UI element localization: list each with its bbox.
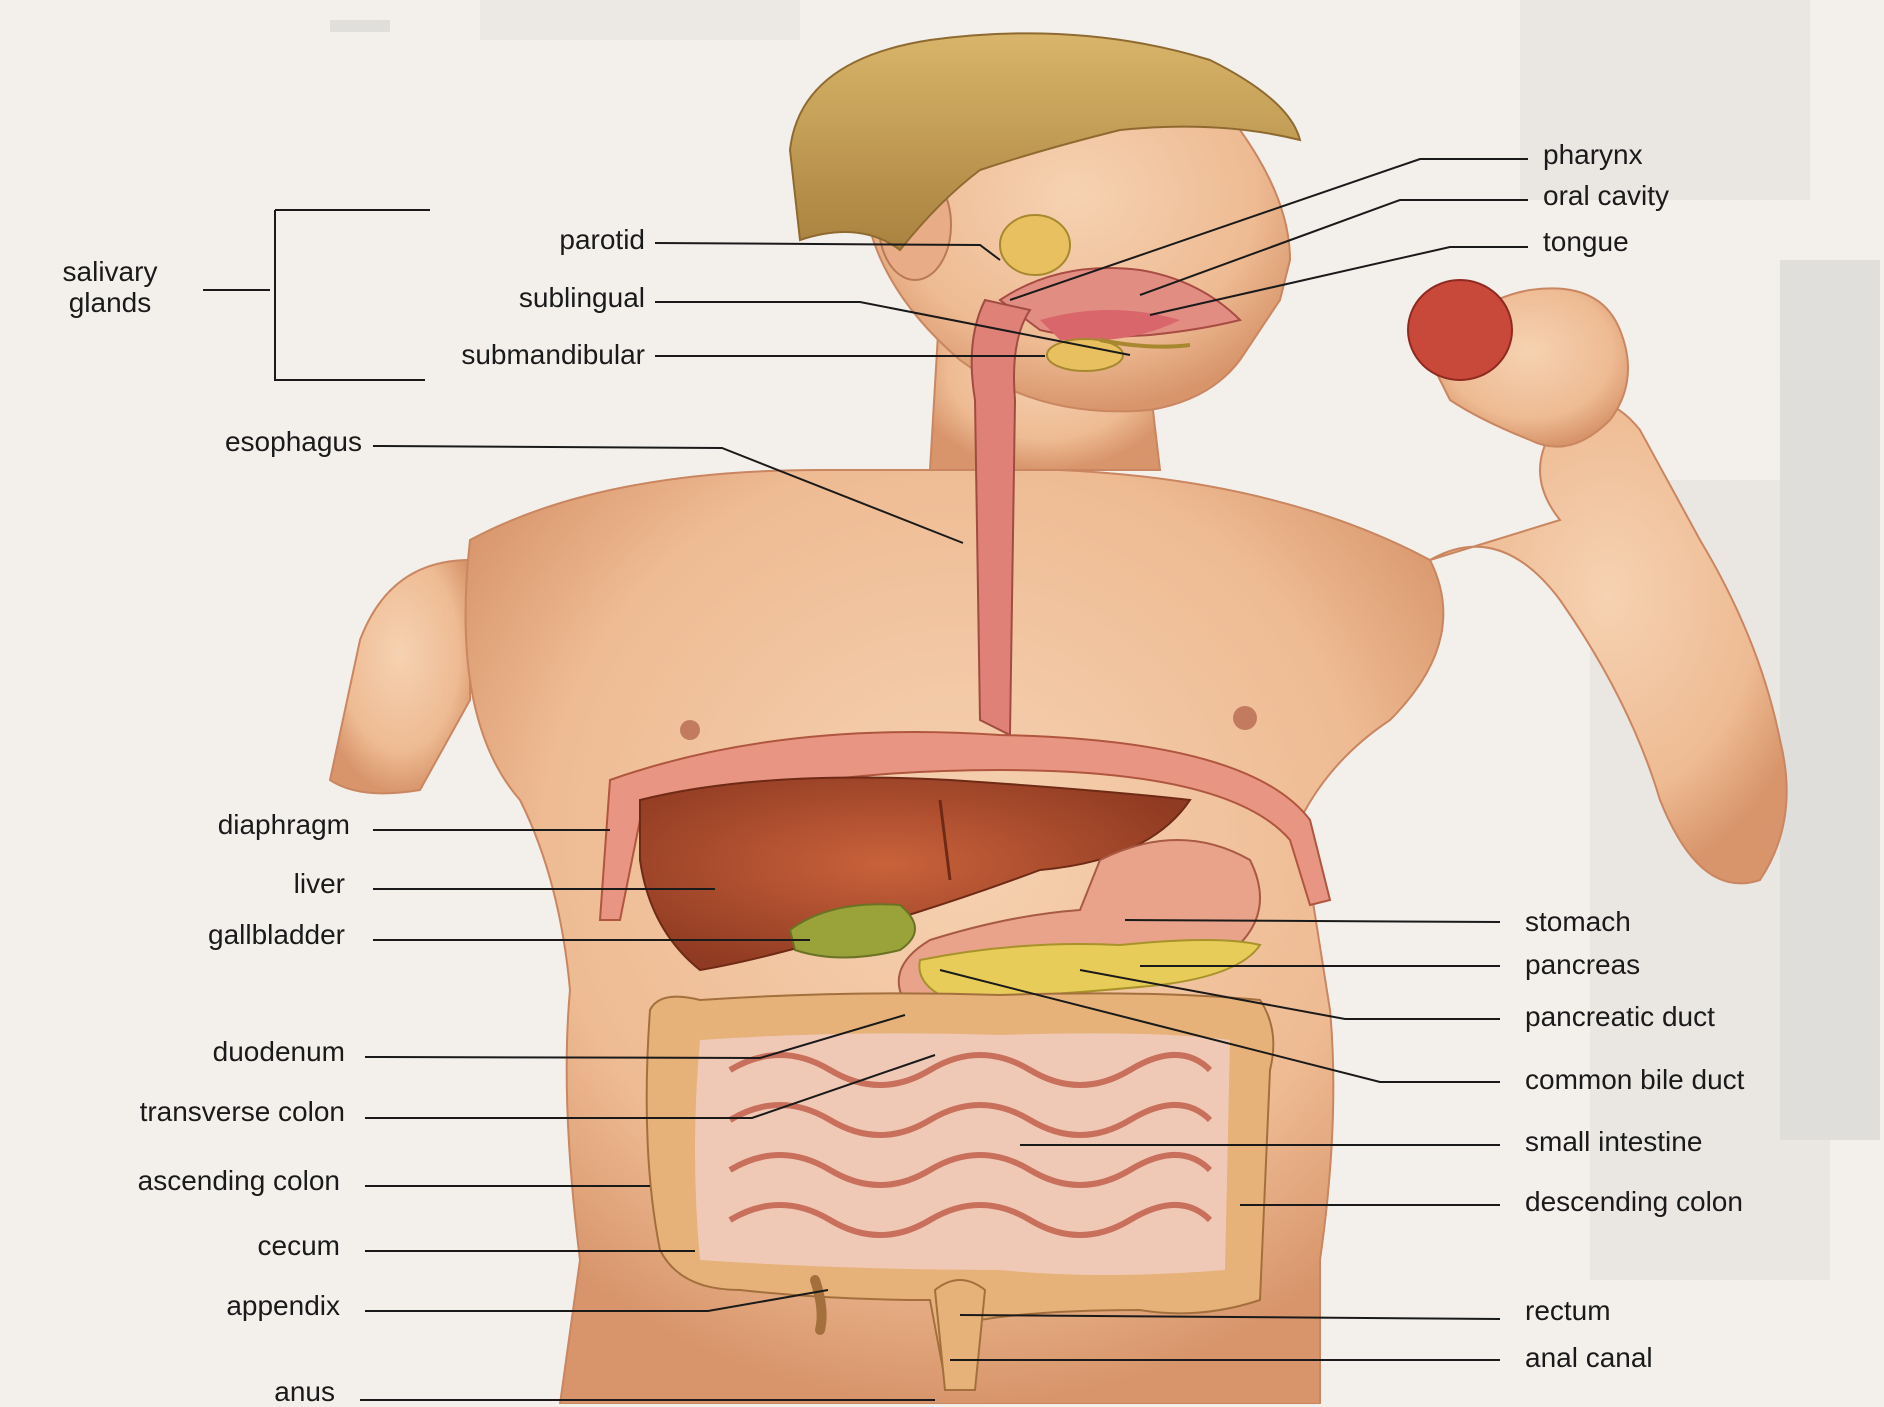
label-duodenum: duodenum (100, 1038, 345, 1066)
label-pancreas: pancreas (1525, 951, 1640, 979)
label-descending-colon: descending colon (1525, 1188, 1743, 1216)
label-common-bile-duct: common bile duct (1525, 1066, 1744, 1094)
label-submandibular: submandibular (340, 341, 645, 369)
label-anus: anus (150, 1378, 335, 1406)
label-oral-cavity: oral cavity (1543, 182, 1669, 210)
label-tongue: tongue (1543, 228, 1629, 256)
label-stomach: stomach (1525, 908, 1631, 936)
label-diaphragm: diaphragm (100, 811, 350, 839)
label-salivary-glands: salivary glands (30, 256, 190, 318)
label-esophagus: esophagus (100, 428, 362, 456)
label-small-intestine: small intestine (1525, 1128, 1702, 1156)
label-parotid: parotid (440, 226, 645, 254)
label-ascending-colon: ascending colon (5, 1167, 340, 1195)
label-sublingual: sublingual (400, 284, 645, 312)
label-anal-canal: anal canal (1525, 1344, 1653, 1372)
label-rectum: rectum (1525, 1297, 1611, 1325)
label-appendix: appendix (100, 1292, 340, 1320)
label-pharynx: pharynx (1543, 141, 1643, 169)
label-transverse-colon: transverse colon (5, 1098, 345, 1126)
label-gallbladder: gallbladder (100, 921, 345, 949)
rectum-organ (935, 1280, 985, 1390)
label-cecum: cecum (100, 1232, 340, 1260)
label-pancreatic-duct: pancreatic duct (1525, 1003, 1715, 1031)
label-liver: liver (100, 870, 345, 898)
